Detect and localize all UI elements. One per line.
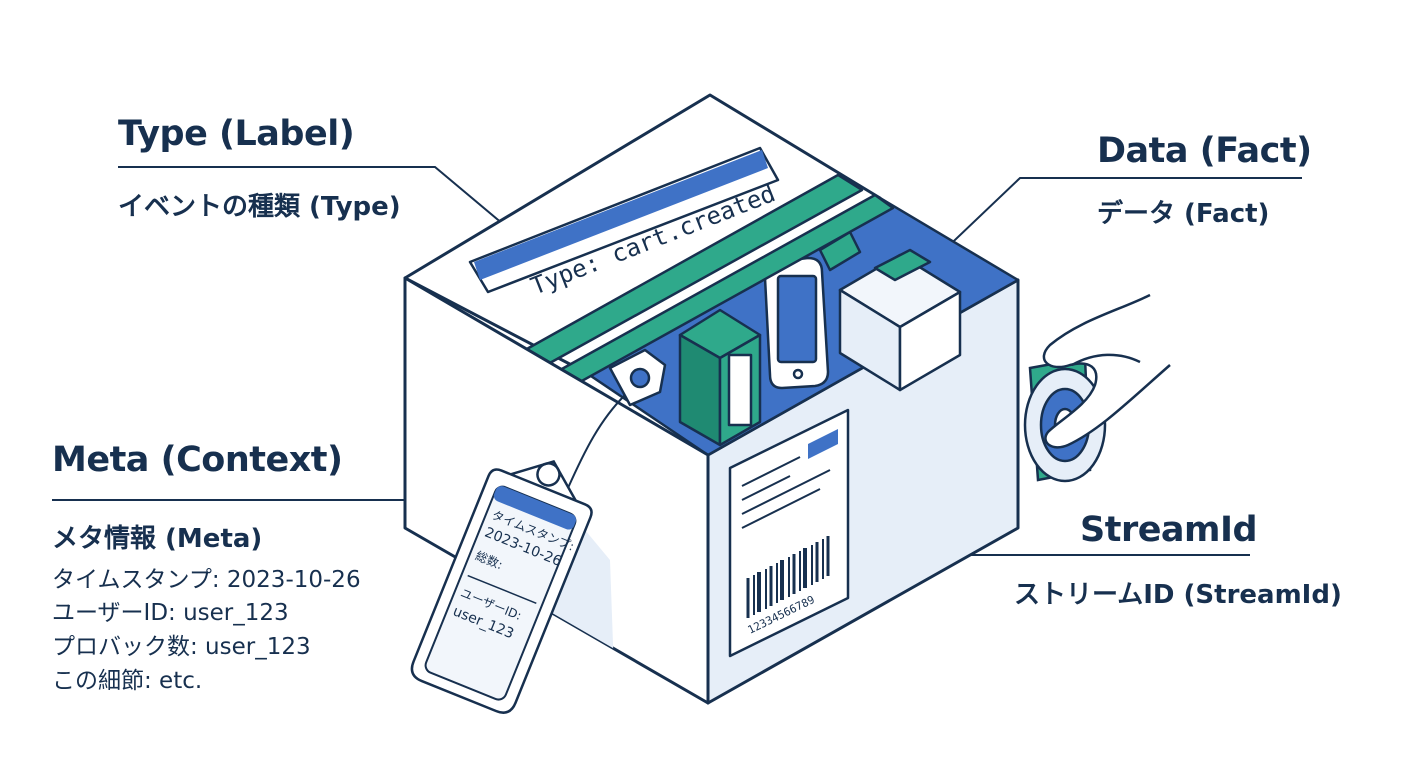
type-title: Type (Label) (118, 114, 355, 154)
box-left-face (403, 276, 710, 705)
device-item (678, 308, 762, 447)
meta-line-timestamp: タイムスタンプ: 2023-10-26 (52, 567, 361, 593)
meta-line-user-id: ユーザーID: user_123 (52, 600, 289, 626)
meta-line-etc: この細節: etc. (52, 668, 203, 694)
box-contents (608, 230, 962, 447)
meta-hang-tag: タイムスタンプ: 2023-10-26 総数: ユーザーID: user_123 (410, 459, 593, 714)
stream-subtitle: ストリームID (StreamId) (1014, 580, 1342, 610)
type-label-band (474, 150, 768, 280)
barcode-icon (746, 536, 830, 618)
type-leader-line (118, 166, 529, 246)
type-subtitle: イベントの種類 (Type) (118, 192, 401, 222)
meta-line-count: プロバック数: user_123 (52, 634, 311, 660)
stream-title: StreamId (1080, 510, 1258, 550)
stacked-boxes-icon (838, 248, 962, 392)
smartphone-icon (763, 256, 830, 390)
data-subtitle: データ (Fact) (1097, 199, 1270, 229)
shipping-label: 12334566789 (728, 408, 850, 658)
data-title: Data (Fact) (1097, 131, 1312, 171)
tag-string (567, 394, 626, 489)
meta-title: Meta (Context) (52, 440, 343, 480)
meta-subtitle: メタ情報 (Meta) (52, 524, 263, 554)
hand-icon (1042, 293, 1171, 449)
